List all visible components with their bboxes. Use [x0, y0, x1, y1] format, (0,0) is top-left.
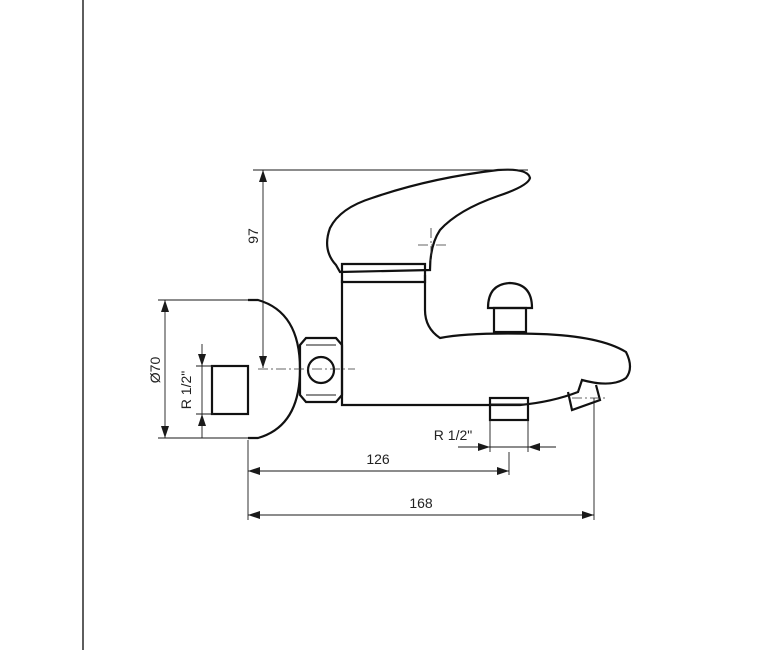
dimension-168: 168 [248, 398, 595, 520]
faucet-outline [210, 168, 632, 440]
dim-label-126: 126 [366, 451, 390, 467]
inlet-stub [210, 364, 250, 416]
cartridge [340, 262, 427, 284]
outlet-nipple [488, 396, 530, 422]
dim-label-diameter: Ø70 [147, 357, 163, 384]
wall-rosette [248, 298, 302, 440]
spout-outlet [566, 384, 602, 412]
main-body [340, 275, 632, 407]
dim-label-97: 97 [245, 228, 261, 244]
union-nut-center [306, 355, 336, 385]
union-nut [298, 336, 344, 404]
dimension-diameter: Ø70 [147, 299, 250, 439]
dimension-thread-outlet: R 1/2" [434, 420, 556, 452]
dimension-97: 97 [245, 169, 528, 368]
diverter-stem [492, 306, 528, 334]
lever-handle [325, 168, 532, 274]
dim-label-thread-outlet: R 1/2" [434, 427, 472, 443]
diverter-knob [486, 281, 534, 310]
dim-label-168: 168 [409, 495, 433, 511]
dim-label-thread-wall: R 1/2" [178, 371, 194, 409]
dimension-thread-wall: R 1/2" [178, 344, 214, 438]
dimension-126: 126 [247, 440, 510, 520]
